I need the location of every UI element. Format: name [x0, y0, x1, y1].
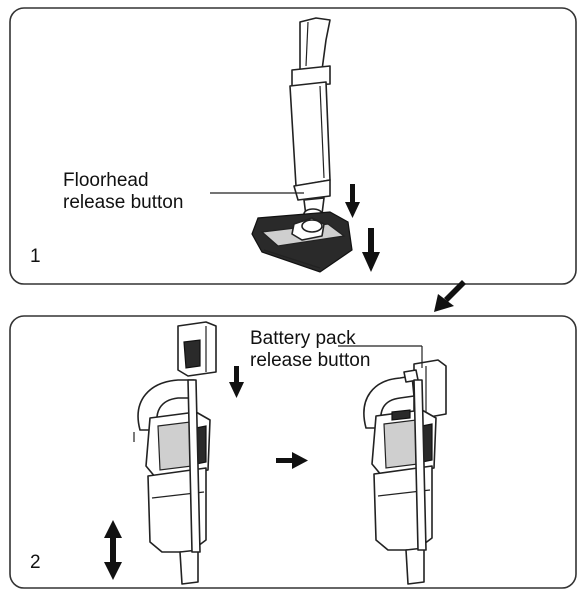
step-1-number: 1 [30, 246, 41, 267]
floorhead-label-line1: Floorhead [63, 170, 149, 191]
floorhead-label-line2: release button [63, 192, 183, 213]
battery-label-line1: Battery pack [250, 328, 356, 349]
step-2-number: 2 [30, 552, 41, 573]
battery-label-line2: release button [250, 350, 370, 371]
